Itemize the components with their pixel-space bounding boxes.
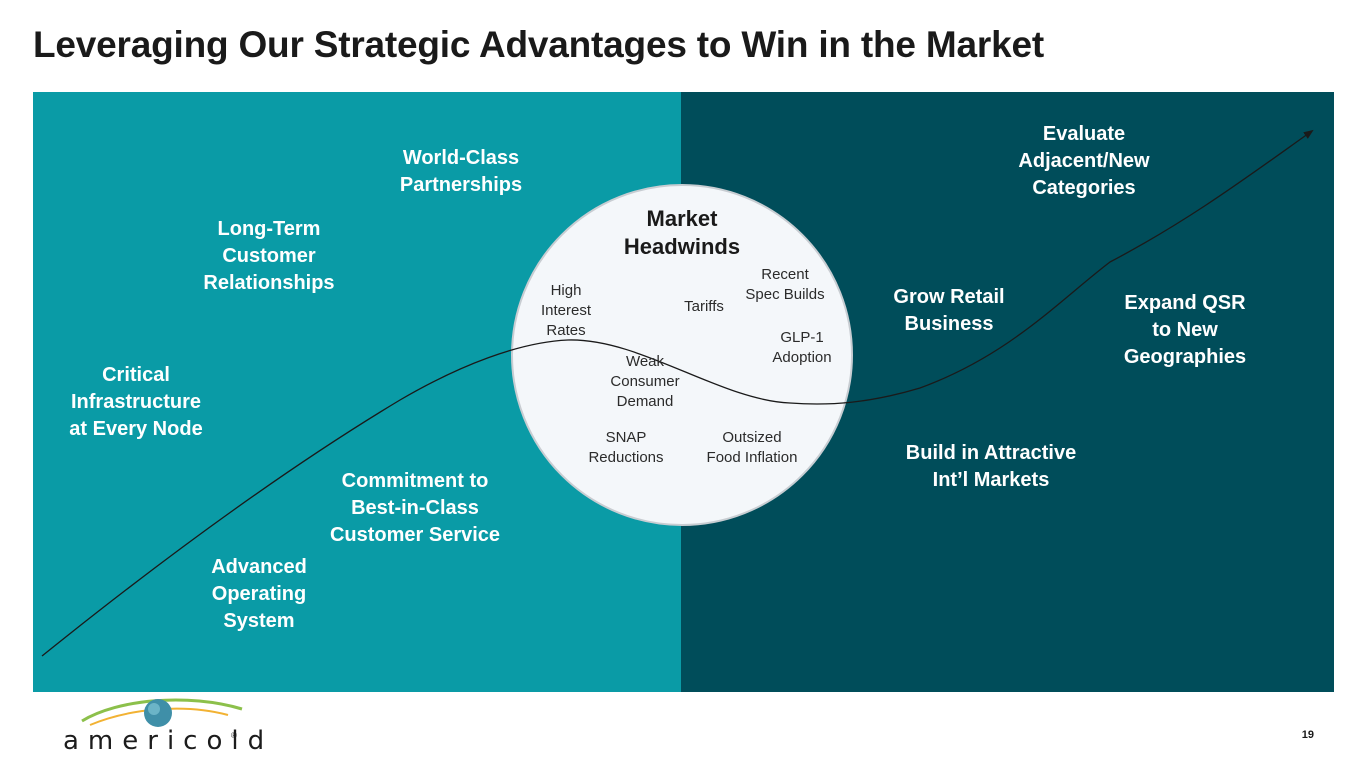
logo-wordmark: americold	[63, 726, 274, 756]
page-number: 19	[1301, 729, 1314, 741]
americold-globe-logo-icon	[81, 698, 243, 727]
headwinds-circle	[511, 184, 853, 526]
headwind-outsized-food-inflation: Outsized Food Inflation	[706, 429, 798, 466]
growth-curve	[41, 129, 1314, 657]
label-evaluate-adjacent-categories: Evaluate Adjacent/New Categories	[1018, 123, 1150, 199]
headwind-snap-reductions: SNAP Reductions	[588, 429, 664, 466]
headwind-glp1-adoption: GLP-1 Adoption	[772, 329, 832, 366]
label-expand-qsr: Expand QSR to New Geographies	[1123, 292, 1247, 368]
logo-registered-mark: ®	[231, 731, 237, 740]
headwind-tariffs: Tariffs	[684, 298, 724, 315]
circle-title-market-headwinds: Market Headwinds	[623, 206, 741, 259]
headwind-high-interest-rates: High Interest Rates	[540, 282, 592, 339]
label-long-term-customer-relationships: Long-Term Customer Relationships	[203, 218, 335, 294]
headwind-recent-spec-builds: Recent Spec Builds	[745, 266, 825, 303]
label-advanced-operating-system: Advanced Operating System	[211, 556, 307, 632]
headwind-weak-consumer-demand: Weak Consumer Demand	[610, 353, 680, 410]
label-commitment-customer-service: Commitment to Best-in-Class Customer Ser…	[329, 470, 501, 546]
page-title: Leveraging Our Strategic Advantages to W…	[33, 24, 1044, 65]
label-critical-infrastructure: Critical Infrastructure at Every Node	[69, 364, 203, 440]
label-world-class-partnerships: World-Class Partnerships	[399, 147, 523, 196]
label-build-intl-markets: Build in Attractive Int’l Markets	[905, 442, 1077, 491]
label-grow-retail-business: Grow Retail Business	[893, 286, 1005, 335]
